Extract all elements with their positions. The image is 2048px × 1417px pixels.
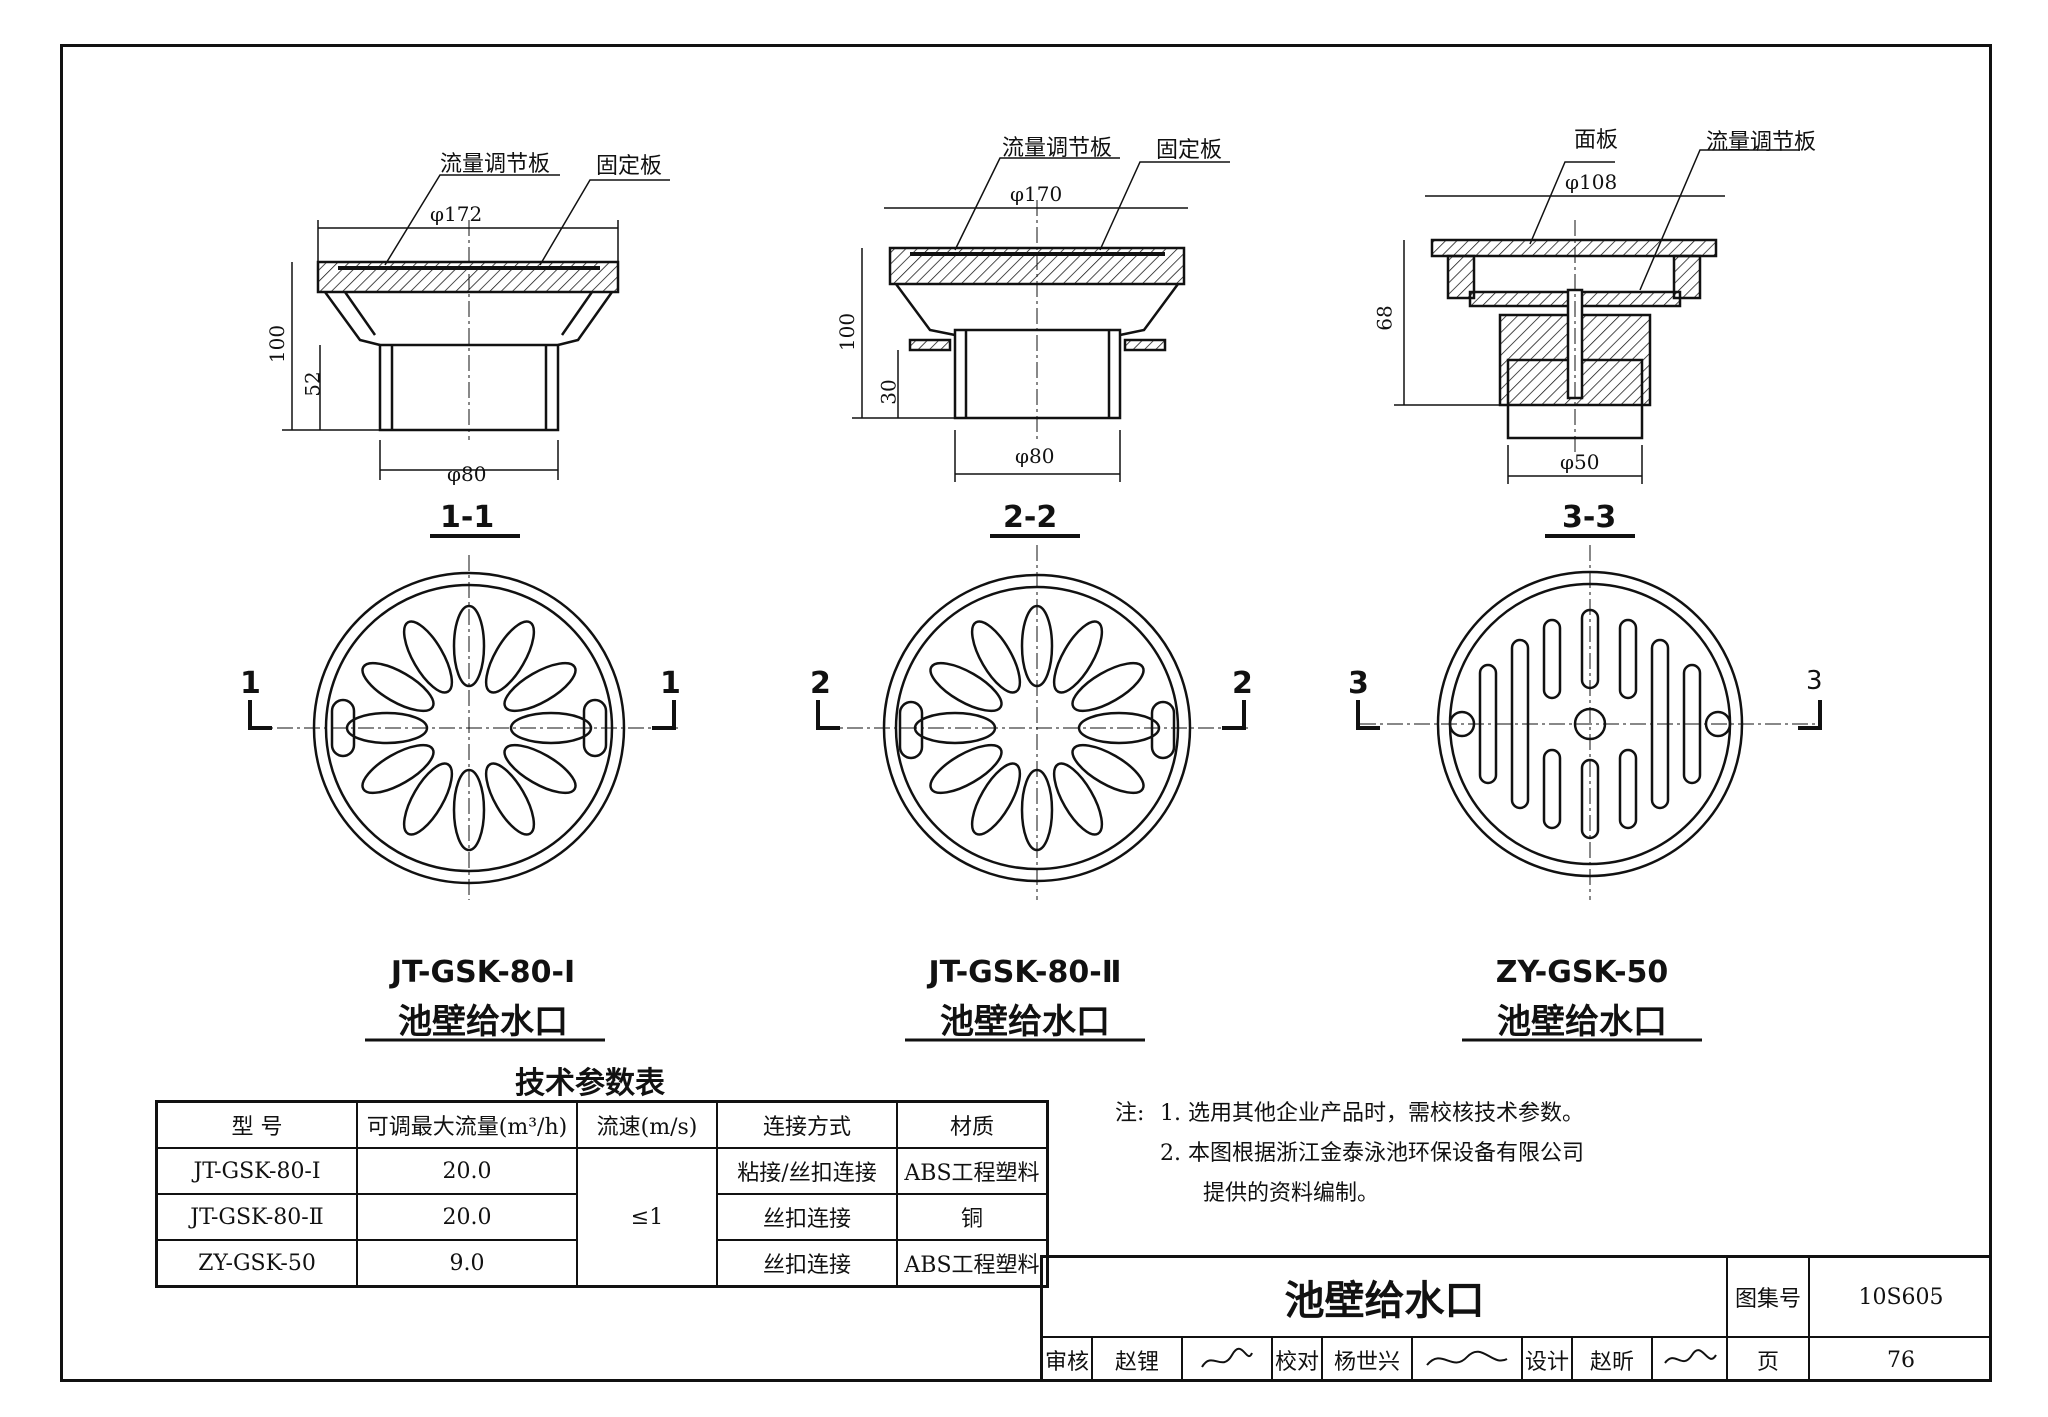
plan-view-2 — [816, 545, 1250, 900]
page-number: 76 — [1887, 1347, 1915, 1373]
section-3-3-label: 3-3 — [1562, 500, 1617, 535]
table-row: JT-GSK-80-Ⅰ 20.0 ≤1 粘接/丝扣连接 ABS工程塑料 — [155, 1147, 1049, 1288]
designer-name: 赵昕 — [1573, 1338, 1653, 1382]
cut-mark-3-right: 3 — [1806, 666, 1823, 696]
design-label: 设计 — [1523, 1338, 1573, 1382]
table-title: 技术参数表 — [515, 1066, 665, 1101]
notes-prefix: 注: — [1115, 1101, 1145, 1126]
model-1-name: 池壁给水口 — [398, 1002, 568, 1042]
model-2-code: JT-GSK-80-Ⅱ — [928, 955, 1122, 990]
plan-view-3 — [1356, 545, 1822, 900]
page-label: 页 — [1728, 1338, 1810, 1382]
cut-mark-1-right: 1 — [660, 666, 681, 701]
header-velocity: 流速(m/s) — [576, 1100, 718, 1149]
section-1-callout-fixed-plate: 固定板 — [596, 154, 663, 179]
drawing-frame — [60, 44, 1992, 1382]
cell-connection: 丝扣连接 — [716, 1239, 898, 1288]
cut-mark-1-left: 1 — [240, 666, 261, 701]
params-table: 型 号 可调最大流量(m³/h) 流速(m/s) 连接方式 材质 JT-GSK-… — [155, 1100, 1049, 1288]
signature-mark — [1201, 1347, 1253, 1368]
section-3-dim-height-total: 68 — [1372, 305, 1397, 331]
title-block: 池壁给水口 图集号 10S605 审核 赵锂 校对 杨世兴 设计 赵昕 页 76 — [1040, 1255, 1992, 1382]
cell-max-flow: 20.0 — [356, 1193, 578, 1241]
plan-view-1 — [248, 555, 680, 900]
notes: 注: 1. 选用其他企业产品时，需校核技术参数。 2. 本图根据浙江金泰泳池环保… — [1115, 1094, 1584, 1214]
section-3-callout-face-plate: 面板 — [1574, 128, 1619, 153]
header-material: 材质 — [896, 1100, 1049, 1149]
model-3-code: ZY-GSK-50 — [1495, 955, 1669, 990]
section-1-dim-bottom-dia: φ80 — [447, 462, 487, 486]
drawing-title: 池壁给水口 — [1043, 1258, 1728, 1338]
section-1-callout-adjust-plate: 流量调节板 — [440, 152, 551, 177]
note-2-cont: 提供的资料编制。 — [1203, 1181, 1380, 1206]
atlas-number: 10S605 — [1810, 1258, 1992, 1338]
header-model: 型 号 — [155, 1100, 358, 1149]
designer-signature — [1653, 1338, 1728, 1382]
table-header-row: 型 号 可调最大流量(m³/h) 流速(m/s) 连接方式 材质 — [155, 1100, 1049, 1149]
section-2-2-label: 2-2 — [1003, 500, 1058, 535]
cell-max-flow: 9.0 — [356, 1239, 578, 1288]
cell-material: 铜 — [896, 1193, 1049, 1241]
cell-model: JT-GSK-80-Ⅱ — [155, 1193, 358, 1241]
signature-mark — [1426, 1350, 1508, 1366]
section-2-callout-adjust-plate: 流量调节板 — [1002, 136, 1113, 161]
model-2-name: 池壁给水口 — [940, 1002, 1110, 1042]
cut-mark-2-right: 2 — [1232, 666, 1253, 701]
cut-mark-2-left: 2 — [810, 666, 831, 701]
reviewer-signature — [1183, 1338, 1273, 1382]
section-3-dim-top-dia: φ108 — [1565, 170, 1618, 194]
cell-connection: 丝扣连接 — [716, 1193, 898, 1241]
section-2-dim-height-total: 100 — [835, 312, 860, 352]
section-2-dim-height-lower: 30 — [876, 379, 901, 405]
section-1-dim-height-lower: 52 — [300, 371, 325, 397]
section-1-1-label: 1-1 — [440, 500, 495, 535]
note-1: 1. 选用其他企业产品时，需校核技术参数。 — [1160, 1101, 1584, 1126]
checker-name: 杨世兴 — [1323, 1338, 1413, 1382]
section-2-callout-fixed-plate: 固定板 — [1156, 138, 1223, 163]
table-row: ZY-GSK-50 9.0 丝扣连接 ABS工程塑料 — [155, 1239, 1049, 1288]
section-3-dim-bottom-dia: φ50 — [1560, 450, 1600, 474]
model-3-name: 池壁给水口 — [1497, 1002, 1667, 1042]
review-label: 审核 — [1043, 1338, 1093, 1382]
cut-mark-3-left: 3 — [1348, 666, 1369, 701]
note-2: 2. 本图根据浙江金泰泳池环保设备有限公司 — [1160, 1141, 1584, 1166]
atlas-label: 图集号 — [1728, 1258, 1810, 1338]
section-1-dim-height-total: 100 — [265, 324, 290, 364]
section-2-dim-top-dia: φ170 — [1010, 182, 1063, 206]
reviewer-name: 赵锂 — [1093, 1338, 1183, 1382]
signature-mark — [1663, 1349, 1717, 1364]
section-3-callout-adjust-plate: 流量调节板 — [1706, 130, 1817, 155]
header-max-flow: 可调最大流量(m³/h) — [356, 1100, 578, 1149]
section-2-dim-bottom-dia: φ80 — [1015, 444, 1055, 468]
cell-connection: 粘接/丝扣连接 — [716, 1147, 898, 1195]
cell-model: JT-GSK-80-Ⅰ — [155, 1147, 358, 1195]
cell-max-flow: 20.0 — [356, 1147, 578, 1195]
cell-material: ABS工程塑料 — [896, 1239, 1049, 1288]
cell-model: ZY-GSK-50 — [155, 1239, 358, 1288]
cell-material: ABS工程塑料 — [896, 1147, 1049, 1195]
cell-velocity: ≤1 — [576, 1147, 718, 1288]
section-1-1-drawing — [282, 174, 670, 480]
header-connection: 连接方式 — [716, 1100, 898, 1149]
check-label: 校对 — [1273, 1338, 1323, 1382]
checker-signature — [1413, 1338, 1523, 1382]
table-row: JT-GSK-80-Ⅱ 20.0 丝扣连接 铜 — [155, 1193, 1049, 1241]
model-1-code: JT-GSK-80-Ⅰ — [390, 955, 576, 990]
section-3-3-drawing — [1394, 149, 1800, 484]
section-1-dim-top-dia: φ172 — [430, 202, 483, 226]
section-2-2-drawing — [852, 157, 1230, 482]
